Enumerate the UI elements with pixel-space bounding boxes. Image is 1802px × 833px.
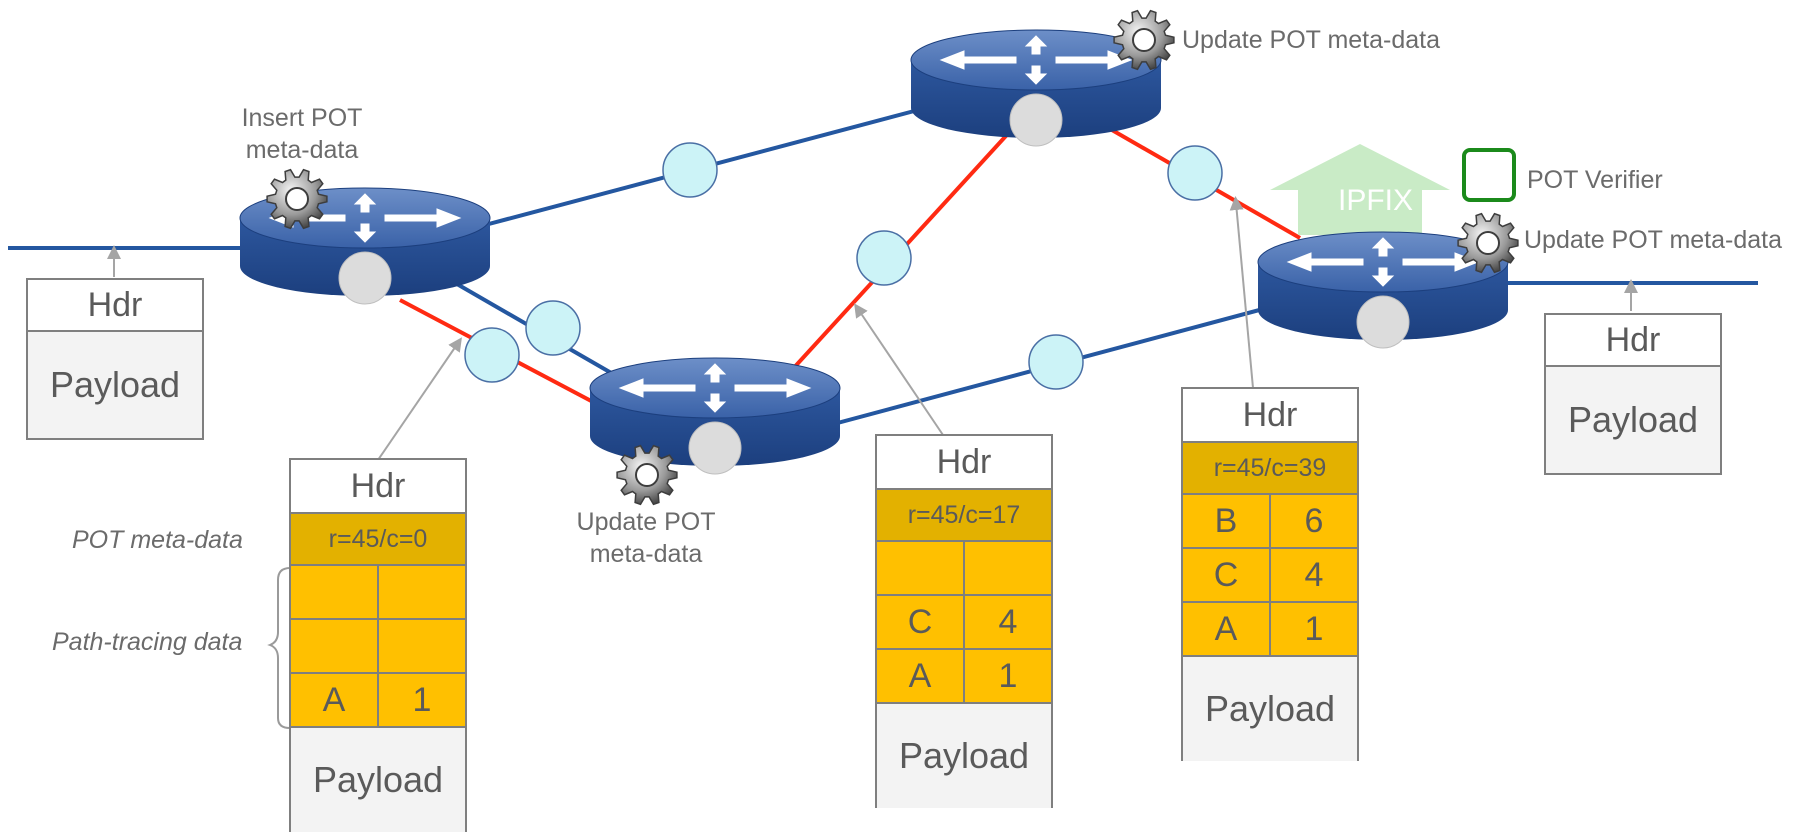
link-node [1028,334,1084,390]
pot-verifier-box [1462,148,1516,202]
router-icon [1286,237,1480,287]
packet-payload: Payload [877,704,1051,808]
pot-meta-row: r=45/c=39 [1183,443,1357,495]
insert-pot-label: Insert POT meta-data [241,104,363,164]
router-icon [618,363,812,413]
path-tracing-bracket [267,567,291,729]
packet-header: Hdr [877,436,1051,490]
packet-header: Hdr [291,460,465,514]
trace-row [877,542,1051,596]
packet-payload: Payload [28,332,202,438]
packet-payload: Payload [1183,657,1357,761]
update-top-label: Update POT meta-data [1182,26,1441,54]
link-node [1167,145,1223,201]
ipfix-arrow [1270,144,1450,235]
pointer-arrow [377,337,462,461]
link-node [525,300,581,356]
router-top [910,29,1162,147]
pot-meta-row: r=45/c=0 [291,514,465,566]
gear-icon [266,168,328,230]
router-ingress [239,187,491,305]
ingress-packet: Hdr Payload [26,278,204,440]
packet-payload: Payload [291,728,465,832]
packet-header: Hdr [1183,389,1357,443]
link-node [856,230,912,286]
packet-header: Hdr [28,280,202,332]
pointer-arrow [1229,196,1254,389]
egress-packet: Hdr Payload [1544,313,1722,475]
router-icon [939,35,1133,85]
update-mid-label: Update POT meta-data [576,508,716,568]
trace-row [291,566,465,620]
link-node [662,142,718,198]
path-tracing-label: Path-tracing data [52,628,243,656]
pot-verifier-label: POT Verifier [1527,166,1663,194]
trace-row [291,620,465,674]
pot-meta-row: r=45/c=17 [877,490,1051,542]
pot-meta-data-label: POT meta-data [72,526,243,554]
update-right-label: Update POT meta-data [1524,226,1783,254]
gear-icon [1457,212,1519,274]
gear-icon [616,444,678,506]
router-egress [1257,231,1509,349]
ipfix-label: IPFIX [1338,184,1414,217]
packet-payload: Payload [1546,367,1720,473]
gear-icon [1113,9,1175,71]
packet-header: Hdr [1546,315,1720,367]
pointer-arrow [854,303,944,436]
link-node [464,327,520,383]
